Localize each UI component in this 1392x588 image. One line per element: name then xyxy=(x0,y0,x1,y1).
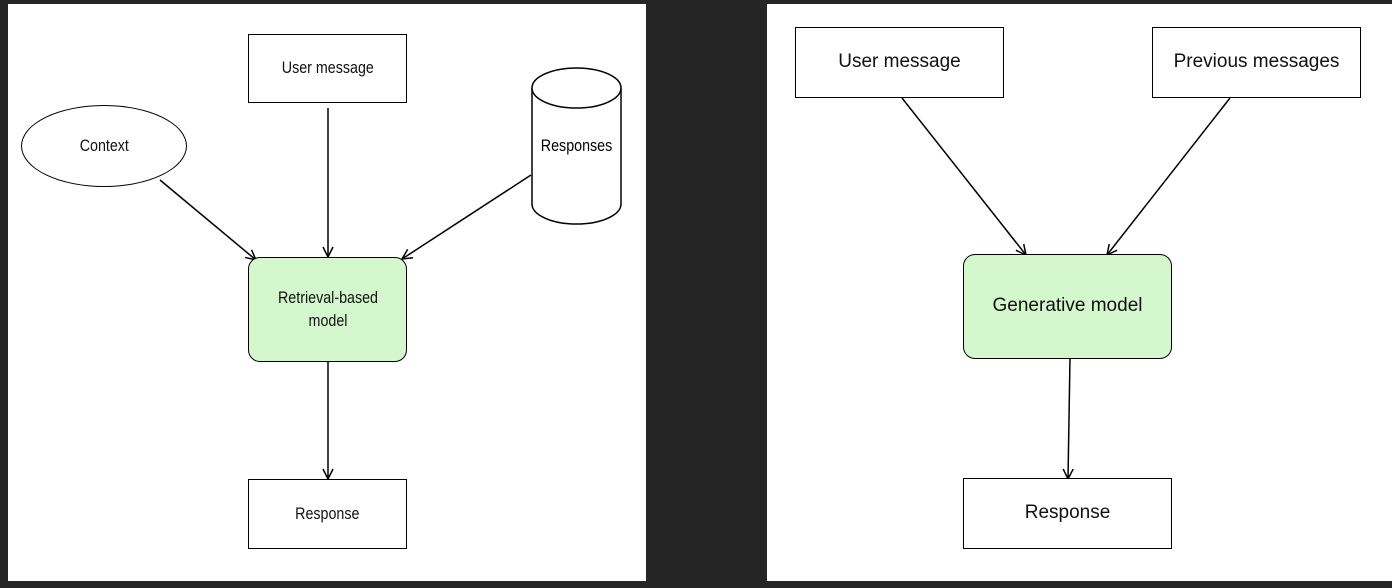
generative-diagram-connectors xyxy=(901,97,1231,581)
retrieval-based-model-label: Retrieval-based model xyxy=(277,287,378,330)
previous-messages-label: Previous messages xyxy=(1173,51,1340,73)
retrieval-based-diagram-panel: Context User message Responses Retrieval… xyxy=(8,4,646,581)
responses-database-node: Responses xyxy=(531,66,622,226)
context-label: Context xyxy=(79,135,129,155)
arrow-context-to-model xyxy=(159,179,256,260)
generative-diagram-panel: User message Previous messages Generativ… xyxy=(767,4,1392,581)
user-message-label: User message xyxy=(281,58,374,78)
generative-model-node: Generative model xyxy=(963,254,1172,359)
retrieval-diagram-connectors xyxy=(159,108,532,581)
retrieval-based-model-node: Retrieval-based model xyxy=(248,257,407,362)
user-message-node: User message xyxy=(248,34,407,103)
response-label: Response xyxy=(295,503,360,523)
response-label: Response xyxy=(1024,502,1111,524)
arrow-generative-model-to-response xyxy=(1068,357,1070,479)
user-message-label: User message xyxy=(838,51,961,73)
responses-label: Responses xyxy=(540,135,613,155)
arrow-previous-messages-to-generative-model xyxy=(1107,97,1231,255)
context-node: Context xyxy=(21,105,187,187)
user-message-node: User message xyxy=(795,27,1004,98)
response-node: Response xyxy=(963,478,1172,549)
generative-model-label: Generative model xyxy=(992,295,1143,317)
response-node: Response xyxy=(248,479,407,549)
previous-messages-node: Previous messages xyxy=(1152,27,1361,98)
arrow-user-message-to-generative-model xyxy=(901,97,1026,255)
database-cylinder-icon xyxy=(531,67,622,225)
arrow-responses-to-model xyxy=(402,174,532,259)
